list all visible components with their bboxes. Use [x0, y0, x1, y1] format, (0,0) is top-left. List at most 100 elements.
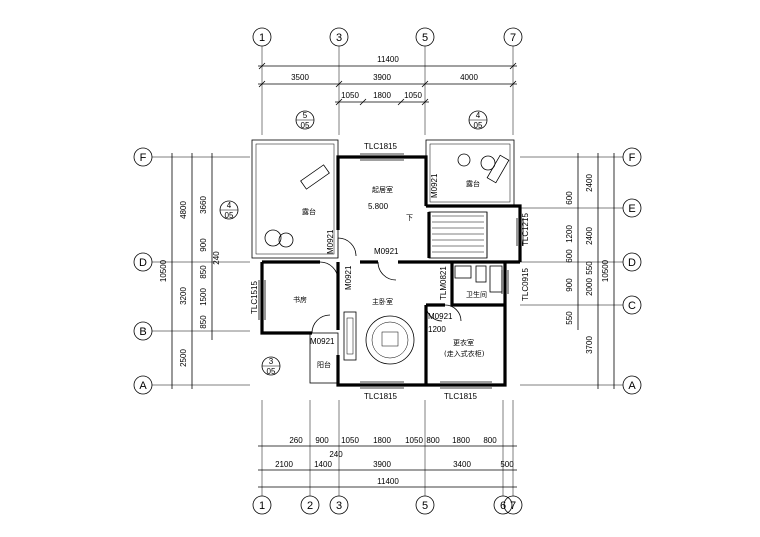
- dim-left-4800: 4800: [179, 201, 188, 219]
- dim-right-3700: 3700: [585, 336, 594, 354]
- opening-labels: TLC1815 M0921 M0921 M0921 M0921 M0921 M0…: [250, 142, 530, 401]
- axis-bottom-5: 5: [422, 500, 428, 512]
- detail-b-sheet: 05: [267, 367, 276, 376]
- dim-right-900: 900: [565, 278, 574, 292]
- label-tlm0821: TLM0821: [439, 266, 448, 300]
- axis-right-C: C: [628, 300, 636, 312]
- dim-right-2000: 2000: [585, 278, 594, 296]
- room-labels: 露台 起居室 5.800 下 露台 书房 主卧室 卫生间 更衣室 (走入式衣柜)…: [293, 179, 487, 369]
- plant-icon: [457, 153, 471, 167]
- dim-bottom-3400: 3400: [453, 460, 471, 469]
- dim-top-total: 11400: [377, 55, 399, 64]
- dim-right-2400b: 2400: [585, 227, 594, 245]
- dim-bottom-260: 260: [289, 436, 303, 445]
- bottom-dimensions: 260 900 1050 1800 1050 800 1800 800 240 …: [258, 436, 517, 488]
- label-master-bedroom: 主卧室: [372, 297, 393, 306]
- axis-left-A: A: [139, 380, 147, 392]
- label-m0921-e: M0921: [310, 337, 335, 346]
- washbasin: [454, 265, 472, 279]
- left-dimensions: 10500 4800 3200 2500 3660 900 240 850 15…: [159, 153, 221, 389]
- detail-l-sheet: 05: [225, 211, 234, 220]
- axis-bottom-7: 7: [510, 500, 516, 512]
- dim-bottom-240: 240: [329, 450, 343, 459]
- dim-bottom-800a: 800: [426, 436, 440, 445]
- label-tlc1815-top: TLC1815: [364, 142, 397, 151]
- detail-tl-sheet: 05: [301, 121, 310, 130]
- detail-tr-sheet: 05: [474, 121, 483, 130]
- label-m0921-a: M0921: [326, 229, 335, 254]
- dim-top-1800: 1800: [373, 91, 391, 100]
- shower: [489, 265, 503, 293]
- furniture: [264, 153, 510, 365]
- label-dressing-note: (走入式衣柜): [444, 349, 485, 358]
- dim-top-3500: 3500: [291, 73, 309, 82]
- plant-icon: [480, 155, 496, 171]
- dim-top-3900: 3900: [373, 73, 391, 82]
- axis-top-1: 1: [259, 32, 265, 44]
- dim-bottom-total: 11400: [377, 477, 399, 486]
- dim-bottom-800b: 800: [483, 436, 497, 445]
- label-tlc1815-bl: TLC1815: [364, 392, 397, 401]
- dim-bottom-1400: 1400: [314, 460, 332, 469]
- axis-left-B: B: [139, 326, 146, 338]
- plant-icon: [264, 229, 282, 247]
- dim-top-1050a: 1050: [341, 91, 359, 100]
- dim-left-3200: 3200: [179, 287, 188, 305]
- label-balcony: 阳台: [317, 360, 331, 369]
- bottom-axis-markers: 1 2 3 5 6 7: [252, 400, 523, 515]
- dim-left-3660: 3660: [199, 196, 208, 214]
- axis-bottom-1: 1: [259, 500, 265, 512]
- label-m0921-b: M0921: [374, 247, 399, 256]
- dim-left-2500: 2500: [179, 349, 188, 367]
- label-terrace-right: 露台: [466, 179, 480, 188]
- top-dimensions: 11400 3500 3900 4000 1050 1800 1050: [258, 55, 517, 106]
- toilet: [475, 265, 487, 283]
- axis-right-F: F: [629, 152, 636, 164]
- axis-right-D: D: [628, 257, 636, 269]
- label-m0921-f: M0921: [428, 312, 453, 321]
- detail-tl-num: 5: [303, 111, 308, 120]
- axis-bottom-3: 3: [336, 500, 342, 512]
- lounge-chair-right: [486, 154, 510, 184]
- dim-bottom-1800b: 1800: [452, 436, 470, 445]
- label-bathroom: 卫生间: [466, 290, 487, 299]
- door-swings: [311, 237, 462, 334]
- walls: [251, 139, 522, 387]
- axis-top-7: 7: [510, 32, 516, 44]
- label-living-room: 起居室: [372, 185, 393, 194]
- detail-tr-num: 4: [476, 111, 481, 120]
- dim-bottom-900: 900: [315, 436, 329, 445]
- windows: [258, 153, 524, 389]
- right-axis-markers: F E D C A: [520, 147, 642, 395]
- detail-b-num: 3: [269, 357, 274, 366]
- axis-left-F: F: [140, 152, 147, 164]
- label-terrace-left: 露台: [302, 207, 316, 216]
- dim-bottom-2100: 2100: [275, 460, 293, 469]
- dim-right-550a: 550: [585, 261, 594, 275]
- dim-bottom-3900: 3900: [373, 460, 391, 469]
- round-bed: [365, 315, 415, 365]
- label-tlc1215: TLC1215: [521, 213, 530, 246]
- dim-right-2400a: 2400: [585, 174, 594, 192]
- label-tlc1515: TLC1515: [250, 281, 259, 314]
- axis-bottom-6: 6: [500, 500, 506, 512]
- label-dressing: 更衣室: [453, 338, 474, 347]
- axis-top-3: 3: [336, 32, 342, 44]
- axis-bottom-2: 2: [307, 500, 313, 512]
- dim-left-1500: 1500: [199, 288, 208, 306]
- dim-right-total: 10500: [601, 259, 610, 282]
- dim-bottom-1050a: 1050: [341, 436, 359, 445]
- dim-left-850b: 850: [199, 315, 208, 329]
- right-dimensions: 2400 600 1200 2400 600 550 900 2000 550 …: [565, 153, 615, 389]
- label-tlc0915: TLC0915: [521, 268, 530, 301]
- label-down-arrow: 下: [406, 214, 413, 222]
- axis-left-D: D: [139, 257, 147, 269]
- axis-top-5: 5: [422, 32, 428, 44]
- label-1200: 1200: [428, 325, 446, 334]
- axis-right-A: A: [628, 380, 636, 392]
- label-tlc1815-br: TLC1815: [444, 392, 477, 401]
- dim-left-total: 10500: [159, 259, 168, 282]
- dim-right-600a: 600: [565, 191, 574, 205]
- dim-bottom-1050b: 1050: [405, 436, 423, 445]
